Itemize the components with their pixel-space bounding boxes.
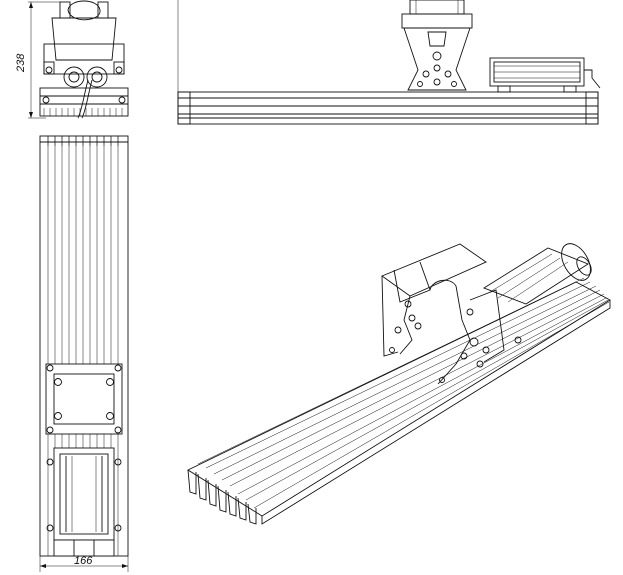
height-dimension-label: 238 bbox=[15, 53, 27, 73]
isometric-view bbox=[187, 243, 611, 525]
width-dimension-label: 166 bbox=[74, 555, 93, 567]
top-view: 166 bbox=[39, 135, 129, 572]
side-view bbox=[177, 0, 601, 125]
end-view: 238 bbox=[15, 0, 129, 119]
